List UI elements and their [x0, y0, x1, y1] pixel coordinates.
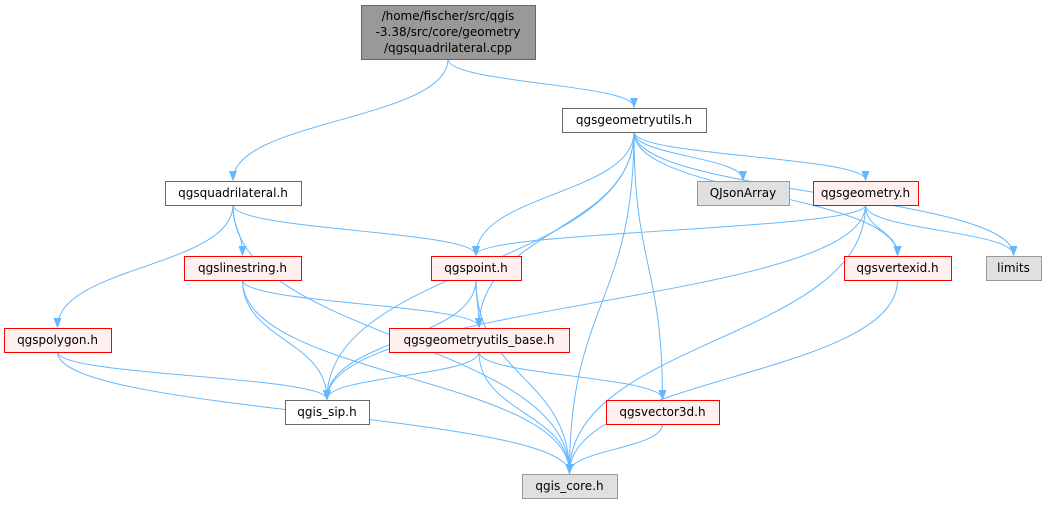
node-label-qgis_core: qgis_core.h	[535, 479, 603, 493]
edge-qgspolygon-to-qgis_sip	[57, 351, 328, 399]
edge-qgsgeometryutils-to-qjsonarray	[633, 131, 743, 180]
edge-qgsgeometry-to-qgspoint	[476, 204, 866, 255]
node-limits[interactable]: limits	[986, 256, 1042, 281]
edge-qgsquadrilateral-to-qgspolygon	[58, 204, 234, 327]
node-qgspoint[interactable]: qgspoint.h	[431, 256, 522, 281]
node-label-qgsquadrilateral: qgsquadrilateral.h	[178, 186, 288, 200]
node-qgis_sip[interactable]: qgis_sip.h	[285, 400, 370, 425]
node-root[interactable]: /home/fischer/src/qgis -3.38/src/core/geo…	[361, 5, 536, 60]
node-label-qgsgeometry: qgsgeometry.h	[821, 186, 910, 200]
edge-root-to-qgsgeometryutils	[447, 58, 634, 107]
edge-qgsgeometry-to-qgis_core	[570, 204, 866, 473]
node-box-qgsvertexid	[844, 256, 952, 281]
node-box-qgis_sip	[285, 400, 370, 425]
node-box-qgsquadrilateral	[165, 181, 302, 206]
node-label-root: /home/fischer/src/qgis	[382, 9, 515, 23]
node-qgsgeometryutils_base[interactable]: qgsgeometryutils_base.h	[389, 328, 570, 353]
node-qgslinestring[interactable]: qgslinestring.h	[184, 256, 302, 281]
node-label-qgspoint: qgspoint.h	[444, 261, 508, 275]
edge-qgsgeometry-to-limits	[865, 204, 1014, 255]
node-label-root: /qgsquadrilateral.cpp	[384, 41, 512, 55]
node-box-qgsgeometryutils	[562, 108, 707, 133]
node-label-qgsgeometryutils: qgsgeometryutils.h	[576, 113, 692, 127]
edge-qgsgeometry-to-qgsvertexid	[865, 204, 898, 255]
node-box-root	[361, 5, 536, 60]
node-label-qgsvertexid: qgsvertexid.h	[856, 261, 938, 275]
node-label-limits: limits	[997, 261, 1030, 275]
node-box-qgspoint	[431, 256, 522, 281]
node-box-qgslinestring	[184, 256, 302, 281]
node-box-qgsgeometry	[813, 181, 919, 206]
edge-qgspoint-to-qgis_core	[475, 279, 570, 473]
node-box-limits	[986, 256, 1042, 281]
node-qgsvector3d[interactable]: qgsvector3d.h	[606, 400, 720, 425]
nodes-layer: /home/fischer/src/qgis -3.38/src/core/geo…	[4, 5, 1042, 499]
node-qgsgeometry[interactable]: qgsgeometry.h	[813, 181, 919, 206]
node-box-qgsvector3d	[606, 400, 720, 425]
node-box-qgsgeometryutils_base	[389, 328, 570, 353]
node-label-qgslinestring: qgslinestring.h	[198, 261, 287, 275]
node-label-qgspolygon: qgspolygon.h	[17, 333, 98, 347]
edge-qgsgeometryutils-to-qgis_core	[570, 131, 635, 473]
edge-qgsvector3d-to-qgis_core	[570, 423, 663, 473]
edge-qgsgeometryutils-to-qgsvector3d	[633, 131, 663, 399]
node-label-qgis_sip: qgis_sip.h	[297, 405, 356, 419]
node-box-qgis_core	[522, 474, 618, 499]
node-qgsvertexid[interactable]: qgsvertexid.h	[844, 256, 952, 281]
node-qgsgeometryutils[interactable]: qgsgeometryutils.h	[562, 108, 707, 133]
edge-qgsgeometryutils-to-qgsgeometry	[633, 131, 866, 180]
node-label-qjsonarray: QJsonArray	[710, 186, 777, 200]
node-box-qgspolygon	[4, 328, 112, 353]
node-label-qgsvector3d: qgsvector3d.h	[619, 405, 705, 419]
node-qgis_core[interactable]: qgis_core.h	[522, 474, 618, 499]
edge-qgsquadrilateral-to-qgspoint	[232, 204, 476, 255]
node-box-qjsonarray	[697, 181, 790, 206]
edge-root-to-qgsquadrilateral	[233, 58, 449, 180]
edge-qgslinestring-to-qgis_core	[242, 279, 570, 473]
edge-qgsgeometryutils_base-to-qgis_sip	[327, 351, 480, 399]
edge-qgsvertexid-to-qgis_core	[570, 279, 898, 473]
node-label-qgsgeometryutils_base: qgsgeometryutils_base.h	[404, 333, 555, 347]
node-qgsquadrilateral[interactable]: qgsquadrilateral.h	[165, 181, 302, 206]
edge-qgsgeometry-to-qgis_sip	[327, 204, 866, 399]
node-qgspolygon[interactable]: qgspolygon.h	[4, 328, 112, 353]
edge-qgsgeometryutils-to-qgspoint	[476, 131, 635, 255]
node-label-root: -3.38/src/core/geometry	[376, 25, 521, 39]
edge-qgslinestring-to-qgsgeometryutils_base	[242, 279, 480, 327]
edge-qgslinestring-to-qgis_sip	[242, 279, 328, 399]
node-qjsonarray[interactable]: QJsonArray	[697, 181, 790, 206]
edge-qgsgeometryutils_base-to-qgis_core	[478, 351, 570, 473]
edge-qgsgeometryutils_base-to-qgsvector3d	[478, 351, 663, 399]
